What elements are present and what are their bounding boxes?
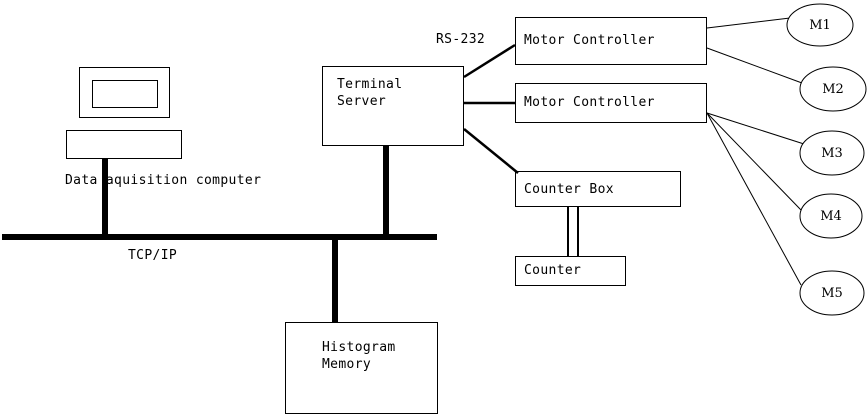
counter-label: Counter: [524, 263, 582, 278]
histogram-memory-box: [285, 322, 438, 414]
histogram-memory-label-line1: Histogram: [322, 340, 396, 355]
counter-box-box: [515, 171, 681, 207]
histogram-memory-label-line2: Memory: [322, 357, 372, 372]
computer-base: [66, 130, 182, 159]
link-terminal-server-to-mc1: [463, 43, 516, 79]
link-mc1-to-m2: [706, 47, 803, 84]
terminal-server-label-line1: Terminal: [337, 77, 403, 92]
motor-controller-2-box: [515, 83, 707, 123]
motor-controller-2-label: Motor Controller: [524, 95, 655, 110]
link-mc2-to-m5: [706, 112, 802, 286]
terminal-server-label-line2: Server: [337, 94, 387, 109]
motor-m3-label: M3: [821, 146, 843, 161]
rs232-link-label: RS-232: [436, 32, 486, 47]
motor-controller-1-label: Motor Controller: [524, 33, 655, 48]
counter-box: [515, 256, 626, 286]
motor-m3-ellipse: [799, 130, 865, 176]
tcpip-bus-label: TCP/IP: [128, 248, 178, 263]
counter-box-label: Counter Box: [524, 182, 614, 197]
motor-m2-ellipse: [799, 66, 867, 112]
motor-m4-label: M4: [820, 209, 842, 224]
terminal-server-box: [322, 66, 464, 146]
computer-monitor-screen: [92, 80, 158, 108]
motor-controller-1-box: [515, 17, 707, 65]
motor-m5-ellipse: [799, 270, 865, 316]
link-mc1-to-m1: [706, 17, 791, 29]
motor-m4-ellipse: [799, 193, 863, 239]
link-mc2-to-m3: [706, 112, 805, 145]
motor-m1-ellipse: [786, 3, 854, 47]
link-terminal-server-to-counterbox: [463, 128, 519, 174]
motor-m5-label: M5: [821, 286, 843, 301]
data-acquisition-computer-label: Data aquisition computer: [65, 173, 262, 188]
motor-m2-label: M2: [822, 82, 844, 97]
motor-m1-label: M1: [809, 18, 831, 33]
link-mc2-to-m4: [706, 112, 802, 211]
